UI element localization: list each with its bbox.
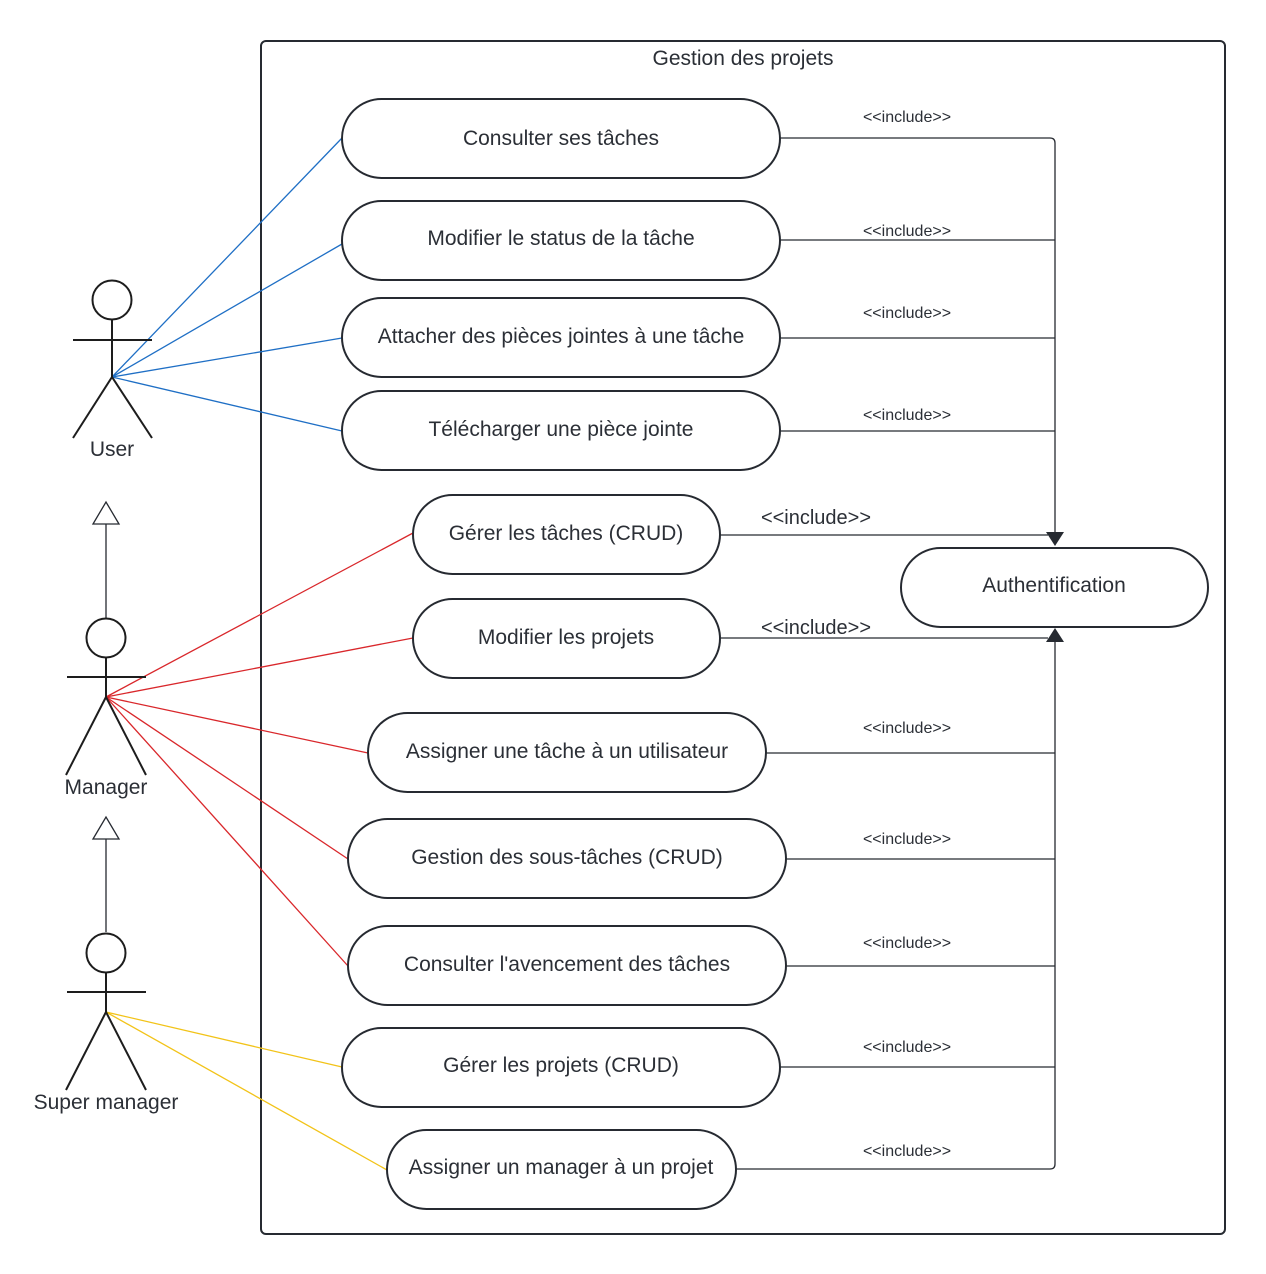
assoc-user-uc1 xyxy=(111,137,343,378)
include-label-uc4: <<include>> xyxy=(863,407,951,424)
use-case-label: Consulter ses tâches xyxy=(463,127,659,150)
use-case-uc3[interactable]: Attacher des pièces jointes à une tâche xyxy=(341,297,781,378)
use-case-label: Modifier le status de la tâche xyxy=(427,227,694,250)
use-case-uc6[interactable]: Modifier les projets xyxy=(412,598,721,679)
generalization-arrowhead xyxy=(91,500,121,525)
use-case-label: Télécharger une pièce jointe xyxy=(428,418,693,441)
actor-leg-right xyxy=(111,376,153,439)
include-label-uc11: <<include>> xyxy=(863,1143,951,1160)
include-label-uc1: <<include>> xyxy=(863,109,951,126)
actor-leg-left xyxy=(65,1011,107,1091)
actor-head xyxy=(85,617,127,659)
use-case-shape xyxy=(367,712,767,793)
actor-leg-right xyxy=(105,696,147,776)
include-label-uc10: <<include>> xyxy=(863,1039,951,1056)
actor-leg-left xyxy=(65,696,107,776)
authentification-label: Authentification xyxy=(982,574,1126,597)
include-line-trunk-bottom xyxy=(736,642,1056,1170)
include-label-uc6: <<include>> xyxy=(761,617,871,639)
assoc-user-uc3 xyxy=(111,337,343,378)
assoc-manager-uc9 xyxy=(105,696,349,967)
include-connectors xyxy=(720,137,1064,1170)
arrowhead-down xyxy=(1046,532,1064,546)
generalization-arrowhead xyxy=(91,815,121,840)
use-case-uc11[interactable]: Assigner un manager à un projet xyxy=(386,1129,737,1210)
assoc-manager-uc6 xyxy=(105,637,414,698)
include-label-uc2: <<include>> xyxy=(863,223,951,240)
use-case-label: Gérer les tâches (CRUD) xyxy=(449,522,684,545)
include-line-uc1 xyxy=(780,137,1056,535)
include-label-uc3: <<include>> xyxy=(863,305,951,322)
use-case-uc7[interactable]: Assigner une tâche à un utilisateur xyxy=(367,712,767,793)
system-title: Gestion des projets xyxy=(653,47,834,70)
arrowhead-up xyxy=(1046,628,1064,642)
use-case-uc10[interactable]: Gérer les projets (CRUD) xyxy=(341,1027,781,1108)
include-label-uc8: <<include>> xyxy=(863,831,951,848)
assoc-super-uc10 xyxy=(105,1011,343,1068)
use-case-shape xyxy=(412,598,721,679)
generalization-manager-to-user xyxy=(91,500,121,618)
assoc-super-uc11 xyxy=(105,1011,388,1171)
actor-leg-right xyxy=(105,1011,147,1091)
use-case-shape xyxy=(386,1129,737,1210)
actor-manager[interactable]: Manager xyxy=(65,617,148,800)
use-case-uc2[interactable]: Modifier le status de la tâche xyxy=(341,200,781,281)
actor-label-manager: Manager xyxy=(65,776,148,799)
assoc-user-uc4 xyxy=(111,376,343,432)
use-case-uc9[interactable]: Consulter l'avencement des tâches xyxy=(347,925,787,1006)
actor-leg-left xyxy=(72,376,113,439)
use-case-shape xyxy=(412,494,721,575)
use-case-label: Gérer les projets (CRUD) xyxy=(443,1054,679,1077)
assoc-manager-uc7 xyxy=(105,696,369,754)
use-case-shape xyxy=(341,297,781,378)
include-label-uc9: <<include>> xyxy=(863,935,951,952)
use-case-uc4[interactable]: Télécharger une pièce jointe xyxy=(341,390,781,471)
use-case-shape xyxy=(341,390,781,471)
use-case-label: Consulter l'avencement des tâches xyxy=(404,953,730,976)
use-case-shape xyxy=(341,1027,781,1108)
include-label-uc7: <<include>> xyxy=(863,720,951,737)
actor-head xyxy=(91,279,133,321)
use-case-label: Modifier les projets xyxy=(478,626,654,649)
use-case-shape xyxy=(341,200,781,281)
use-case-shape xyxy=(900,547,1209,628)
actor-label-user: User xyxy=(90,438,134,461)
use-case-shape xyxy=(347,818,787,899)
actor-label-super-manager: Super manager xyxy=(34,1091,179,1114)
use-case-uc5[interactable]: Gérer les tâches (CRUD) xyxy=(412,494,721,575)
include-label-uc5: <<include>> xyxy=(761,507,871,529)
use-case-shape xyxy=(341,98,781,179)
association-lines xyxy=(105,137,414,1171)
use-case-label: Attacher des pièces jointes à une tâche xyxy=(378,325,745,348)
include-labels: <<include>> <<include>> <<include>> <<in… xyxy=(761,109,951,1160)
use-case-authentification[interactable]: Authentification xyxy=(900,547,1209,628)
use-case-uc8[interactable]: Gestion des sous-tâches (CRUD) xyxy=(347,818,787,899)
assoc-manager-uc8 xyxy=(105,696,349,860)
use-case-label: Assigner une tâche à un utilisateur xyxy=(406,740,728,763)
use-case-shape xyxy=(347,925,787,1006)
use-case-label: Assigner un manager à un projet xyxy=(409,1156,714,1179)
actor-user[interactable]: User xyxy=(72,279,153,462)
actor-super-manager[interactable]: Super manager xyxy=(34,932,179,1115)
use-case-uc1[interactable]: Consulter ses tâches xyxy=(341,98,781,179)
assoc-user-uc2 xyxy=(111,243,343,378)
use-case-label: Gestion des sous-tâches (CRUD) xyxy=(411,846,723,869)
actor-head xyxy=(85,932,127,974)
generalization-super-to-manager xyxy=(91,815,121,932)
assoc-manager-uc5 xyxy=(105,532,414,698)
